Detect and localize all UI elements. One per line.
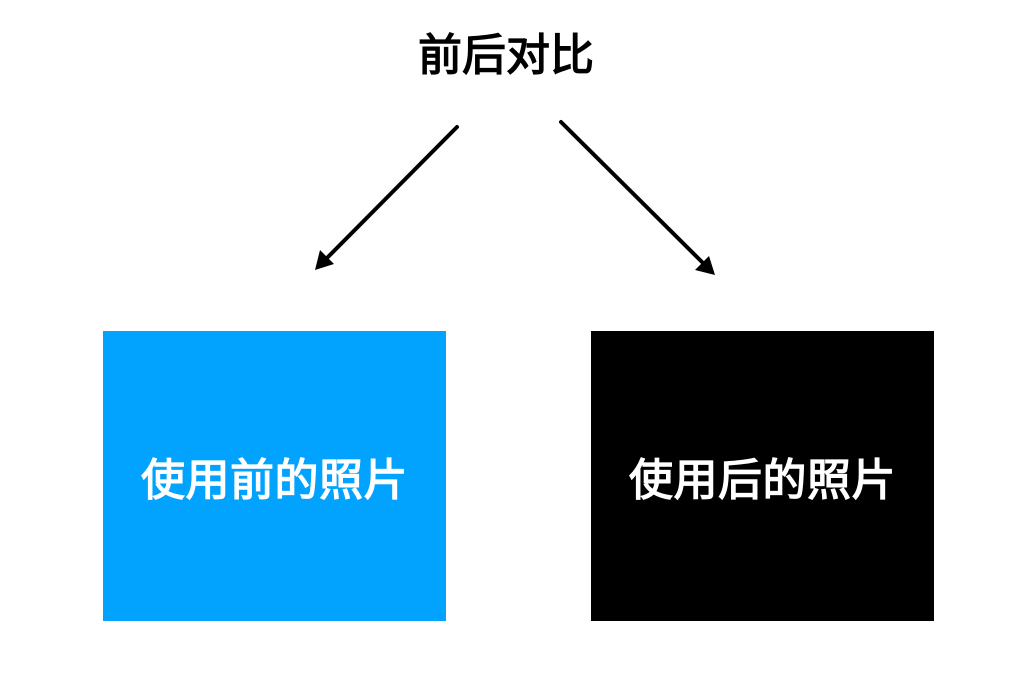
arrow-right-shaft [559,120,705,265]
arrow-right-head [695,256,715,275]
arrow-left-shaft [324,125,459,261]
after-photo-label: 使用后的照片 [629,455,896,506]
arrow-left-head [315,250,334,270]
arrow-right [559,120,715,275]
page-title: 前后对比 [418,30,594,81]
before-photo-label: 使用前的照片 [141,455,408,506]
arrow-left [315,125,459,270]
after-photo-box: 使用后的照片 [591,331,934,621]
before-photo-box: 使用前的照片 [103,331,446,621]
